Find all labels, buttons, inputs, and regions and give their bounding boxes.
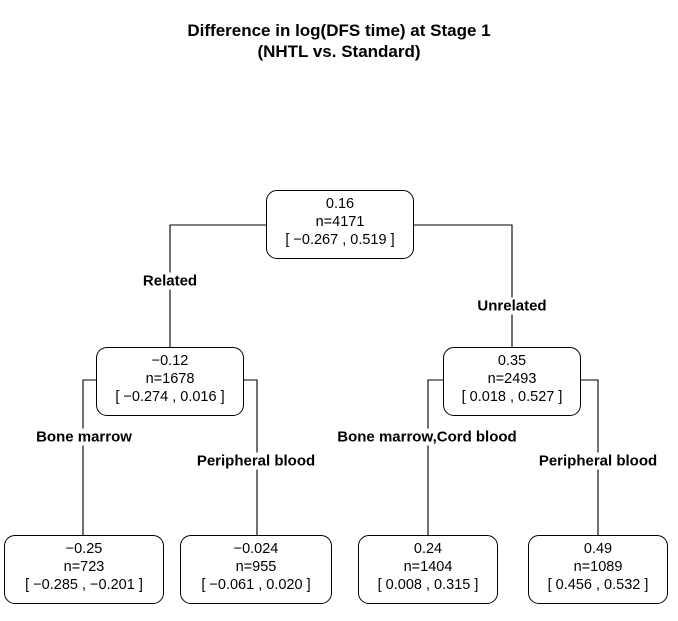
edge-related-pb xyxy=(244,379,258,536)
node-unrelated: 0.35 n=2493 [ 0.018 , 0.527 ] xyxy=(443,347,581,416)
title-line-2: (NHTL vs. Standard) xyxy=(257,42,421,61)
title-line-1: Difference in log(DFS time) at Stage 1 xyxy=(187,21,491,40)
node-root: 0.16 n=4171 [ −0.267 , 0.519 ] xyxy=(266,190,414,259)
node-value: 0.35 xyxy=(497,353,527,369)
node-value: −0.25 xyxy=(65,541,103,557)
node-value: 0.24 xyxy=(413,541,443,557)
node-value: 0.16 xyxy=(325,196,355,212)
node-count: n=723 xyxy=(63,559,105,575)
node-related-bone-marrow: −0.25 n=723 [ −0.285 , −0.201 ] xyxy=(4,535,164,604)
edge-label-related: Related xyxy=(140,272,200,290)
node-value: −0.12 xyxy=(151,353,189,369)
chart-title: Difference in log(DFS time) at Stage 1 (… xyxy=(0,20,678,62)
node-count: n=2493 xyxy=(487,371,537,387)
node-ci: [ 0.008 , 0.315 ] xyxy=(377,577,479,593)
node-ci: [ −0.285 , −0.201 ] xyxy=(25,577,143,593)
node-ci: [ −0.274 , 0.016 ] xyxy=(115,389,225,405)
edge-root-related xyxy=(169,224,266,348)
edge-related-bm xyxy=(82,379,96,536)
node-count: n=1089 xyxy=(573,559,623,575)
node-count: n=1404 xyxy=(403,559,453,575)
node-unrelated-bone-marrow-cord-blood: 0.24 n=1404 [ 0.008 , 0.315 ] xyxy=(358,535,498,604)
node-ci: [ 0.456 , 0.532 ] xyxy=(547,577,649,593)
edge-label-peripheral-blood-left: Peripheral blood xyxy=(194,452,318,470)
node-count: n=1678 xyxy=(145,371,195,387)
node-value: 0.49 xyxy=(583,541,613,557)
edge-label-peripheral-blood-right: Peripheral blood xyxy=(536,452,660,470)
node-ci: [ −0.267 , 0.519 ] xyxy=(285,232,395,248)
edge-unrelated-pb xyxy=(581,379,599,536)
node-value: −0.024 xyxy=(233,541,279,557)
node-count: n=955 xyxy=(235,559,277,575)
edge-unrelated-bmcb xyxy=(427,379,443,536)
node-count: n=4171 xyxy=(315,214,365,230)
edge-label-bone-marrow: Bone marrow xyxy=(34,428,134,446)
edge-label-bone-marrow-cord-blood: Bone marrow,Cord blood xyxy=(335,428,519,446)
node-related-peripheral-blood: −0.024 n=955 [ −0.061 , 0.020 ] xyxy=(180,535,332,604)
node-ci: [ 0.018 , 0.527 ] xyxy=(461,389,563,405)
node-unrelated-peripheral-blood: 0.49 n=1089 [ 0.456 , 0.532 ] xyxy=(528,535,668,604)
node-ci: [ −0.061 , 0.020 ] xyxy=(201,577,311,593)
node-related: −0.12 n=1678 [ −0.274 , 0.016 ] xyxy=(96,347,244,416)
edge-root-unrelated xyxy=(414,224,513,348)
edge-label-unrelated: Unrelated xyxy=(475,297,549,315)
